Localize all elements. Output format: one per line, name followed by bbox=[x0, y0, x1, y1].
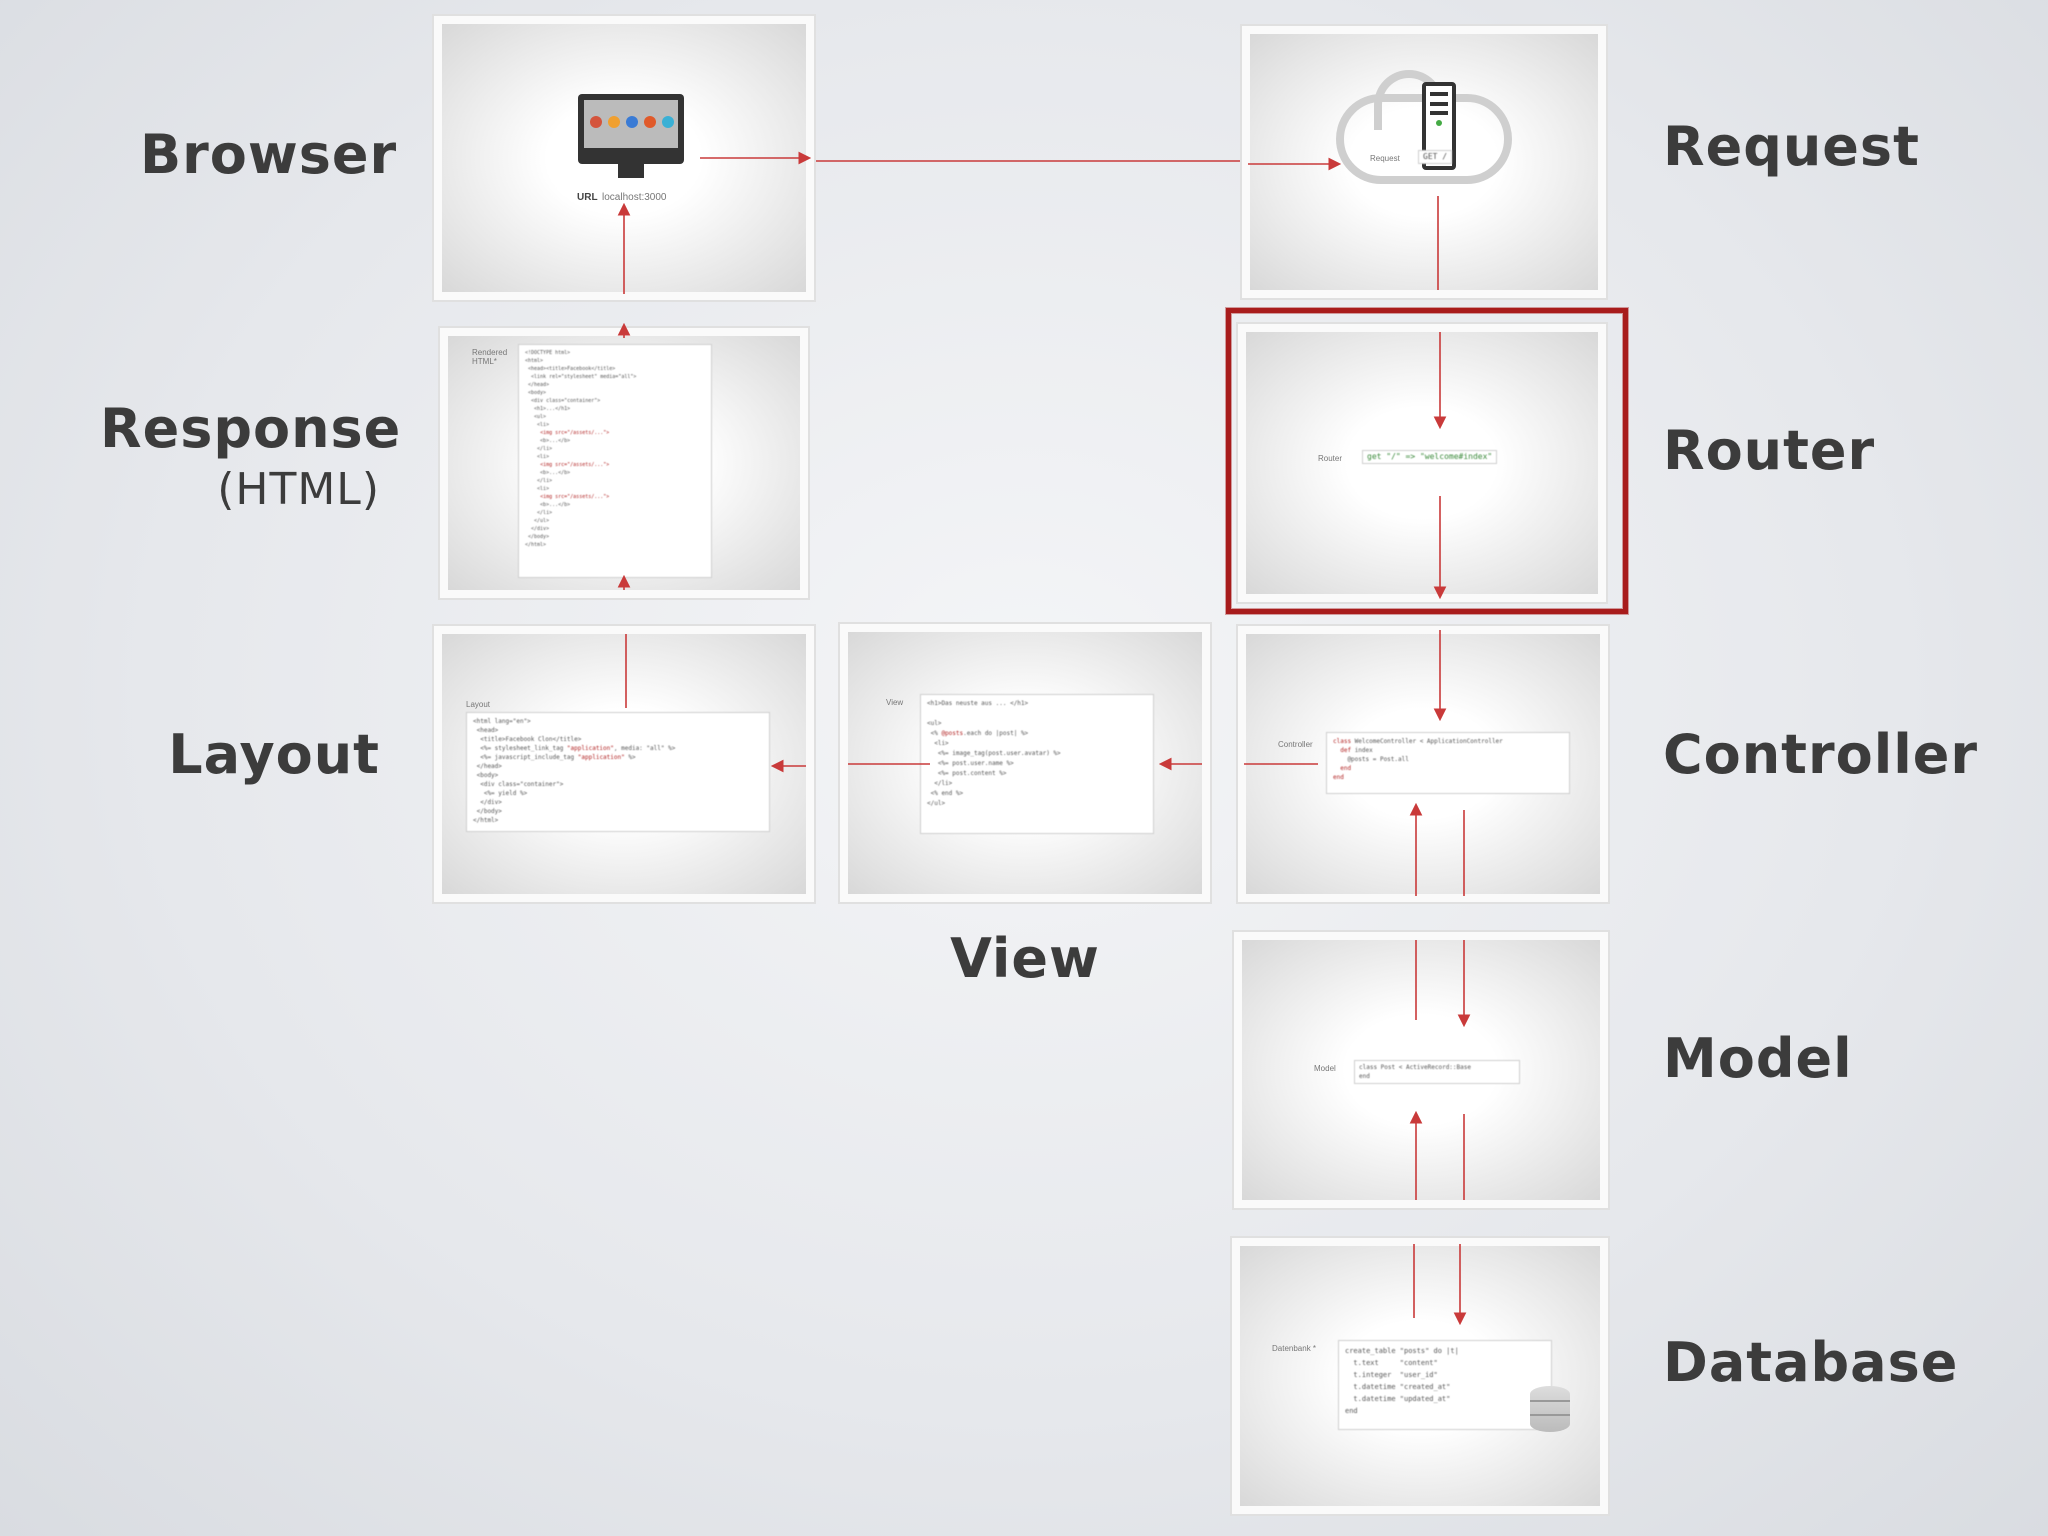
request-caption: Request bbox=[1370, 154, 1400, 163]
browser-url-label: URL bbox=[577, 192, 598, 203]
label-layout: Layout bbox=[168, 723, 380, 786]
label-database: Database bbox=[1663, 1331, 1959, 1394]
monitor-icon bbox=[578, 94, 684, 164]
label-request: Request bbox=[1663, 115, 1920, 178]
model-code: class Post < ActiveRecord::Base end bbox=[1354, 1060, 1520, 1084]
database-caption: Datenbank * bbox=[1272, 1344, 1317, 1353]
controller-caption: Controller bbox=[1278, 740, 1313, 749]
label-browser: Browser bbox=[140, 123, 398, 186]
view-caption: View bbox=[886, 698, 904, 707]
thumb-model: Model class Post < ActiveRecord::Base en… bbox=[1232, 930, 1610, 1210]
database-icon bbox=[1530, 1386, 1570, 1432]
request-method: GET / bbox=[1418, 150, 1453, 164]
label-model: Model bbox=[1663, 1027, 1853, 1090]
label-router: Router bbox=[1663, 419, 1876, 482]
layout-code: <html lang="en"> <head> <title>Facebook … bbox=[466, 712, 770, 832]
router-highlight-box bbox=[1226, 308, 1628, 614]
label-view: View bbox=[950, 927, 1100, 990]
thumb-request: Request GET / bbox=[1240, 24, 1608, 300]
thumb-view: View <h1>Das neuste aus ... </h1> <ul> <… bbox=[838, 622, 1212, 904]
layout-caption: Layout bbox=[466, 700, 491, 709]
response-code: <!DOCTYPE html> <html> <head><title>Face… bbox=[518, 344, 712, 578]
label-controller: Controller bbox=[1663, 723, 1978, 786]
thumb-controller: Controller class WelcomeController < App… bbox=[1236, 624, 1610, 904]
model-caption: Model bbox=[1314, 1064, 1336, 1073]
thumb-response: Rendered HTML* <!DOCTYPE html> <html> <h… bbox=[438, 326, 810, 600]
database-code: create_table "posts" do |t| t.text "cont… bbox=[1338, 1340, 1552, 1430]
controller-code: class WelcomeController < ApplicationCon… bbox=[1326, 732, 1570, 794]
label-response: Response bbox=[100, 397, 402, 460]
thumb-router: Router get "/" => "welcome#index" bbox=[1236, 322, 1608, 604]
router-code: get "/" => "welcome#index" bbox=[1362, 450, 1498, 464]
browser-url-value: localhost:3000 bbox=[602, 192, 667, 203]
thumb-layout: Layout <html lang="en"> <head> <title>Fa… bbox=[432, 624, 816, 904]
router-caption: Router bbox=[1318, 454, 1343, 463]
label-response-sub: (HTML) bbox=[217, 464, 380, 515]
thumb-database: Datenbank * create_table "posts" do |t| … bbox=[1230, 1236, 1610, 1516]
response-caption: Rendered HTML* bbox=[472, 348, 508, 366]
